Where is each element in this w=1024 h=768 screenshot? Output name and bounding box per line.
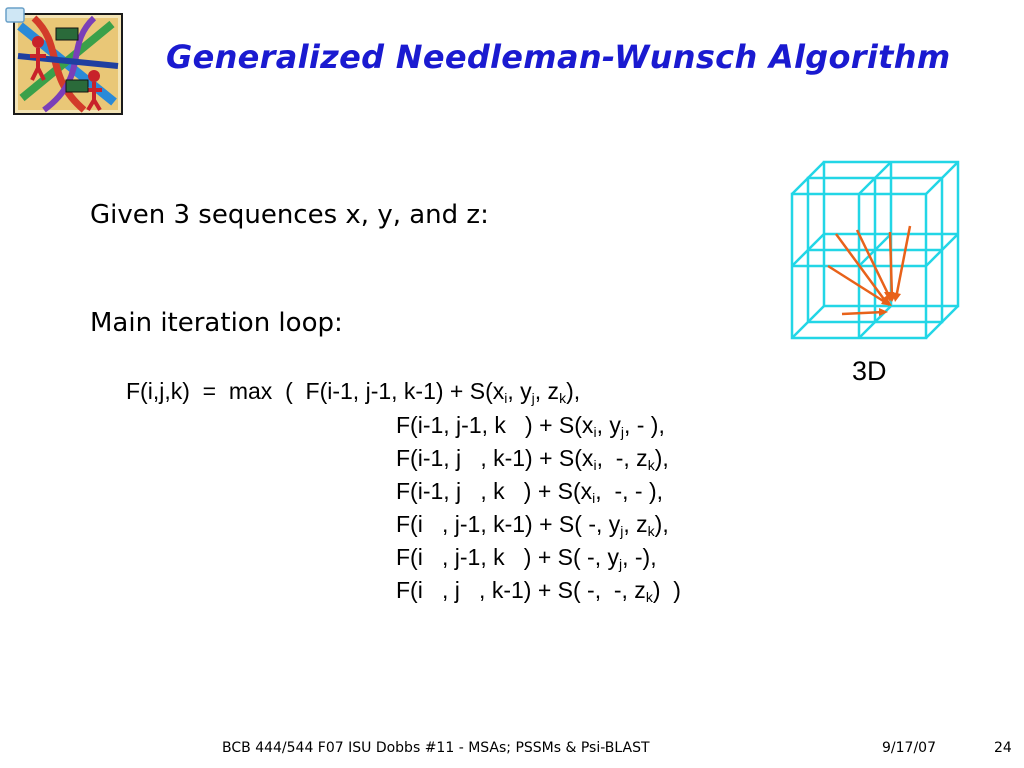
formula-row-5: F(i , j-1, k-1) + S( -, yj, zk), xyxy=(396,511,669,539)
formula-row-4: F(i-1, j , k ) + S(xi, -, - ), xyxy=(396,478,663,506)
cube-label: 3D xyxy=(852,356,887,386)
3d-grid-cube-icon xyxy=(790,160,960,340)
formula-row-3: F(i-1, j , k-1) + S(xi, -, zk), xyxy=(396,445,669,473)
main-loop-text: Main iteration loop: xyxy=(90,308,343,338)
footer-page-number: 24 xyxy=(994,740,1012,756)
formula-row-6: F(i , j-1, k ) + S( -, yj, -), xyxy=(396,544,657,572)
formula-row-7: F(i , j , k-1) + S( -, -, zk) ) xyxy=(396,577,681,605)
dna-figures-clipart-icon xyxy=(5,7,123,115)
formula-row-2: F(i-1, j-1, k ) + S(xi, yj, - ), xyxy=(396,412,665,440)
slide-title: Generalized Needleman-Wunsch Algorithm xyxy=(166,38,951,76)
footer-course: BCB 444/544 F07 ISU Dobbs #11 - MSAs; PS… xyxy=(222,740,650,756)
formula-row-1: F(i,j,k) = max ( F(i-1, j-1, k-1) + S(xi… xyxy=(126,378,581,406)
given-sequences-text: Given 3 sequences x, y, and z: xyxy=(90,200,489,230)
footer-date: 9/17/07 xyxy=(882,740,936,756)
